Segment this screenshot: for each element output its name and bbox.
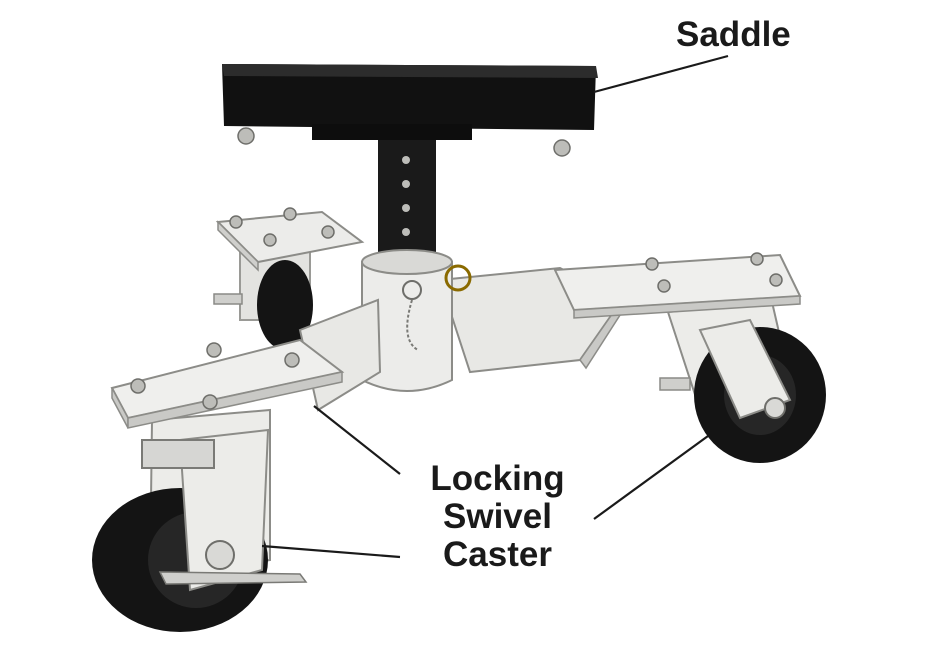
right-plate [553,252,802,319]
front-left-caster [92,408,308,632]
saddle-label: Saddle [676,15,791,54]
front-left-plate [110,338,345,429]
saddle [222,64,598,157]
back-left-plate [215,207,365,272]
caster-leader-front-wheel [261,544,401,559]
leader-lines [261,54,729,559]
caster-leader-right-wheel [593,435,709,520]
center-post [361,120,472,392]
right-caster [659,300,826,463]
caster-label-line-1: Locking [430,459,565,498]
saddle-leader [593,54,729,94]
locking-swivel-caster-label: Locking Swivel Caster [410,460,585,573]
caster-label-line-2: Swivel [443,496,552,536]
caster-leader-left-arm [313,405,401,475]
caster-label-line-3: Caster [443,534,552,574]
back-left-caster [213,249,313,350]
